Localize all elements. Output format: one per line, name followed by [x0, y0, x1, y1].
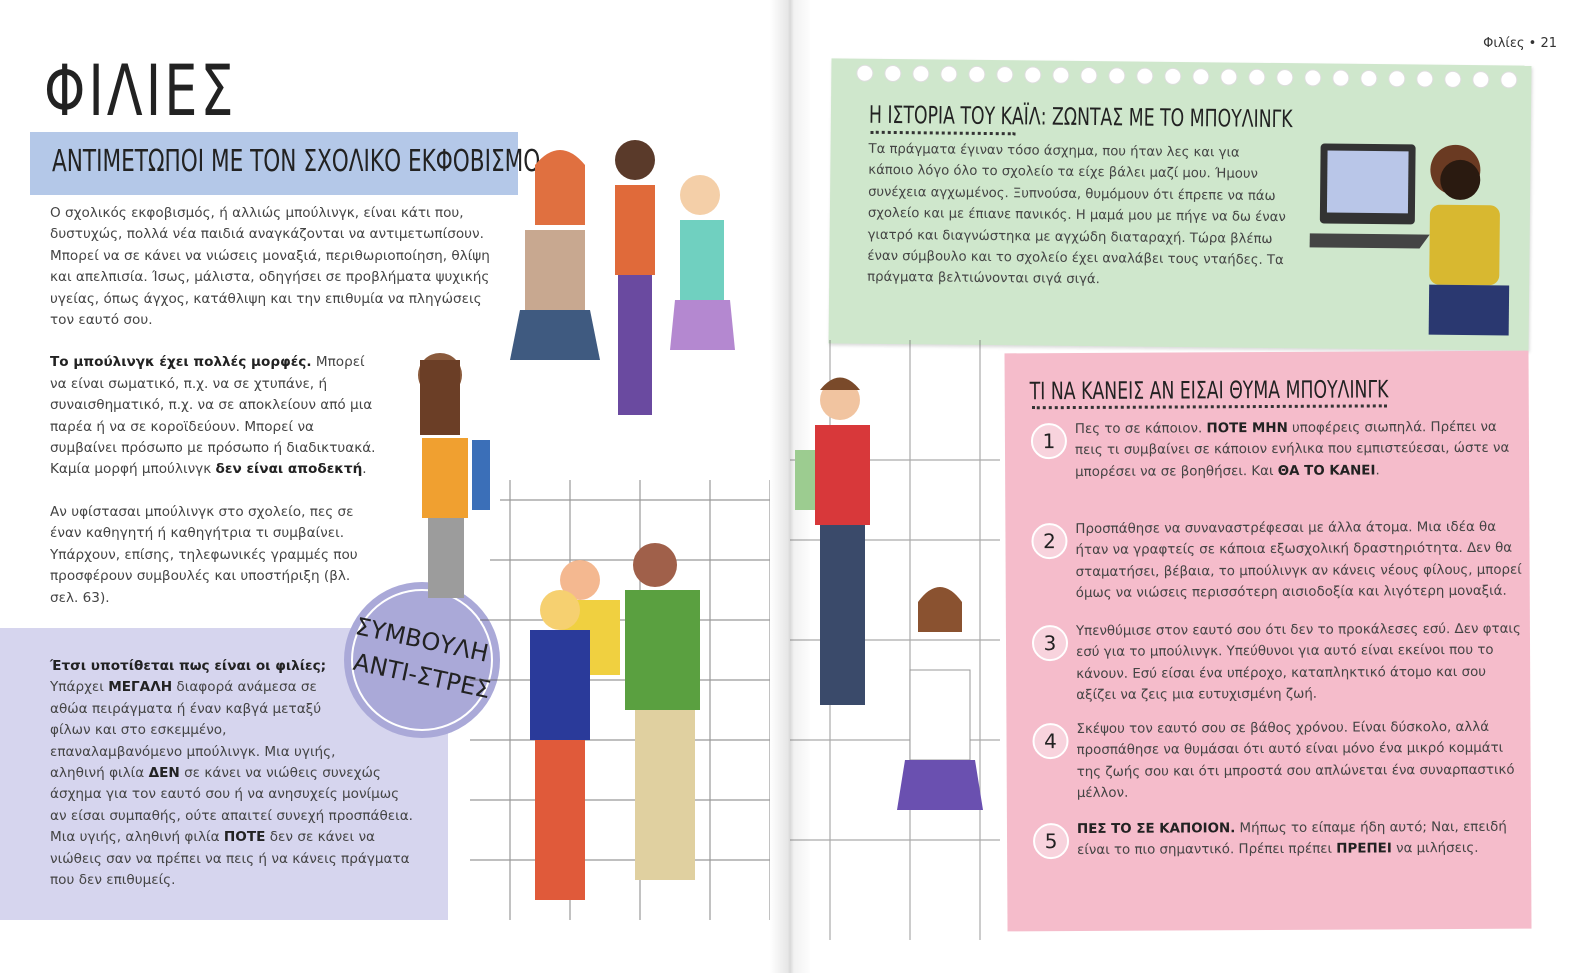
step-item: 2 Προσπάθησε να συναναστρέφεσαι με άλλα … — [1031, 517, 1522, 601]
girl-with-backpack — [418, 353, 490, 598]
section-name: Φιλίες — [1483, 36, 1525, 51]
page-number: 21 — [1540, 36, 1557, 51]
bold-text: Το μπούλινγκ έχει πολλές μορφές. — [50, 354, 312, 371]
text: Υπάρχει — [50, 679, 109, 696]
intro-paragraph-2: Το μπούλινγκ έχει πολλές μορφές. Μπορεί … — [50, 352, 385, 480]
bullying-group — [530, 543, 700, 900]
intro-text: Ο σχολικός εκφοβισμός, ή αλλιώς μπούλινγ… — [50, 203, 505, 630]
students-illustration — [418, 140, 780, 920]
text: δεν σε κάνει να νιώθεις σαν να πρέπει να… — [50, 829, 410, 889]
step-text: Προσπάθησε να συναναστρέφεσαι με άλλα άτ… — [1075, 519, 1522, 602]
page-title: ΦΙΛΙΕΣ — [44, 50, 237, 132]
left-page: ΦΙΛΙΕΣ ΑΝΤΙΜΕΤΩΠΟΙ ΜΕ ΤΟΝ ΣΧΟΛΙΚΟ ΕΚΦΟΒΙ… — [0, 50, 780, 920]
step-item: 4 Σκέψου τον εαυτό σου σε βάθος χρόνου. … — [1032, 717, 1515, 801]
dotted-underline — [870, 130, 1016, 136]
steps-heading: ΤΙ ΝΑ ΚΑΝΕΙΣ ΑΝ ΕΙΣΑΙ ΘΥΜΑ ΜΠΟΥΛΙΝΓΚ — [1029, 375, 1389, 406]
tip-heading: Έτσι υποτίθεται πως είναι οι φιλίες; — [50, 658, 327, 674]
three-girls — [510, 140, 735, 415]
badge-ring — [351, 589, 493, 731]
text: . — [362, 461, 367, 478]
anti-stress-tip-badge: ΣΥΜΒΟΥΛΗ ΑΝΤΙ-ΣΤΡΕΣ — [344, 582, 500, 738]
story-heading: Η ΙΣΤΟΡΙΑ ΤΟΥ ΚΑΪΛ: ΖΩΝΤΑΣ ΜΕ ΤΟ ΜΠΟΥΛΙΝ… — [868, 100, 1293, 134]
dotted-underline — [1031, 404, 1387, 410]
step-number: 5 — [1032, 823, 1070, 860]
running-header: Φιλίες • 21 — [1483, 36, 1557, 51]
subtitle: ΑΝΤΙΜΕΤΩΠΟΙ ΜΕ ΤΟΝ ΣΧΟΛΙΚΟ ΕΚΦΟΒΙΣΜΟ — [52, 144, 541, 179]
boy-at-laptop-illustration — [1309, 143, 1510, 336]
intro-paragraph-1: Ο σχολικός εκφοβισμός, ή αλλιώς μπούλινγ… — [50, 205, 490, 329]
text: διαφορά ανάμεσα σε αθώα πειράγματα ή ένα… — [50, 679, 336, 782]
bold-text: ΠΡΕΠΕΙ — [1336, 841, 1392, 858]
story-text: Τα πράγματα έγιναν τόσο άσχημα, που ήταν… — [867, 141, 1286, 288]
step-item: 3 Υπενθύμισε στον εαυτό σου ότι δεν το π… — [1031, 619, 1521, 703]
notebook-holes — [856, 64, 1518, 89]
bold-text: ΔΕΝ — [148, 765, 180, 782]
step-text: Υπενθύμισε στον εαυτό σου ότι δεν το προ… — [1075, 621, 1521, 704]
bold-text: δεν είναι αποδεκτή — [215, 461, 363, 478]
text: Πες το σε κάποιον. — [1074, 421, 1207, 438]
separator: • — [1528, 36, 1537, 51]
intro-paragraph-3: Αν υφίστασαι μπούλινγκ στο σχολείο, πες … — [50, 503, 358, 606]
bold-text: ΜΕΓΑΛΗ — [108, 679, 173, 696]
step-text: Πες το σε κάποιον. ΠΟΤΕ ΜΗΝ υποφέρεις σι… — [1075, 417, 1525, 484]
step-text: ΠΕΣ ΤΟ ΣΕ ΚΑΠΟΙΟΝ. Μήπως το είπαμε ήδη α… — [1077, 817, 1527, 862]
tip-text: Έτσι υποτίθεται πως είναι οι φιλίες; Υπά… — [50, 656, 420, 891]
what-to-do-box: ΤΙ ΝΑ ΚΑΝΕΙΣ ΑΝ ΕΙΣΑΙ ΘΥΜΑ ΜΠΟΥΛΙΝΓΚ 1 Π… — [1004, 350, 1532, 932]
bold-text: ΠΟΤΕ — [223, 829, 266, 846]
step-number: 2 — [1031, 523, 1068, 560]
story-note: Η ΙΣΤΟΡΙΑ ΤΟΥ ΚΑΪΛ: ΖΩΝΤΑΣ ΜΕ ΤΟ ΜΠΟΥΛΙΝ… — [828, 58, 1532, 351]
text: . — [1375, 463, 1380, 479]
step-number: 3 — [1031, 625, 1069, 662]
text: Μπορεί να είναι σωματικό, π.χ. να σε χτυ… — [50, 354, 376, 478]
step-number: 4 — [1032, 723, 1069, 760]
boys-and-girl-with-phones-illustration — [790, 340, 1000, 940]
bold-text: ΘΑ ΤΟ ΚΑΝΕΙ — [1277, 463, 1376, 479]
text: σε κάνει να νιώθεις συνεχώς άσχημα για τ… — [50, 765, 413, 846]
bold-text: ΠΟΤΕ ΜΗΝ — [1206, 420, 1288, 437]
subtitle-banner: ΑΝΤΙΜΕΤΩΠΟΙ ΜΕ ΤΟΝ ΣΧΟΛΙΚΟ ΕΚΦΟΒΙΣΜΟ — [30, 132, 540, 195]
step-number: 1 — [1030, 423, 1068, 460]
text: να μιλήσεις. — [1391, 841, 1479, 857]
bold-text: ΠΕΣ ΤΟ ΣΕ ΚΑΠΟΙΟΝ. — [1076, 821, 1236, 838]
step-item: 5 ΠΕΣ ΤΟ ΣΕ ΚΑΠΟΙΟΝ. Μήπως το είπαμε ήδη… — [1032, 817, 1513, 860]
step-text: Σκέψου τον εαυτό σου σε βάθος χρόνου. Εί… — [1076, 719, 1515, 802]
step-item: 1 Πες το σε κάποιον. ΠΟΤΕ ΜΗΝ υποφέρεις … — [1030, 417, 1511, 480]
